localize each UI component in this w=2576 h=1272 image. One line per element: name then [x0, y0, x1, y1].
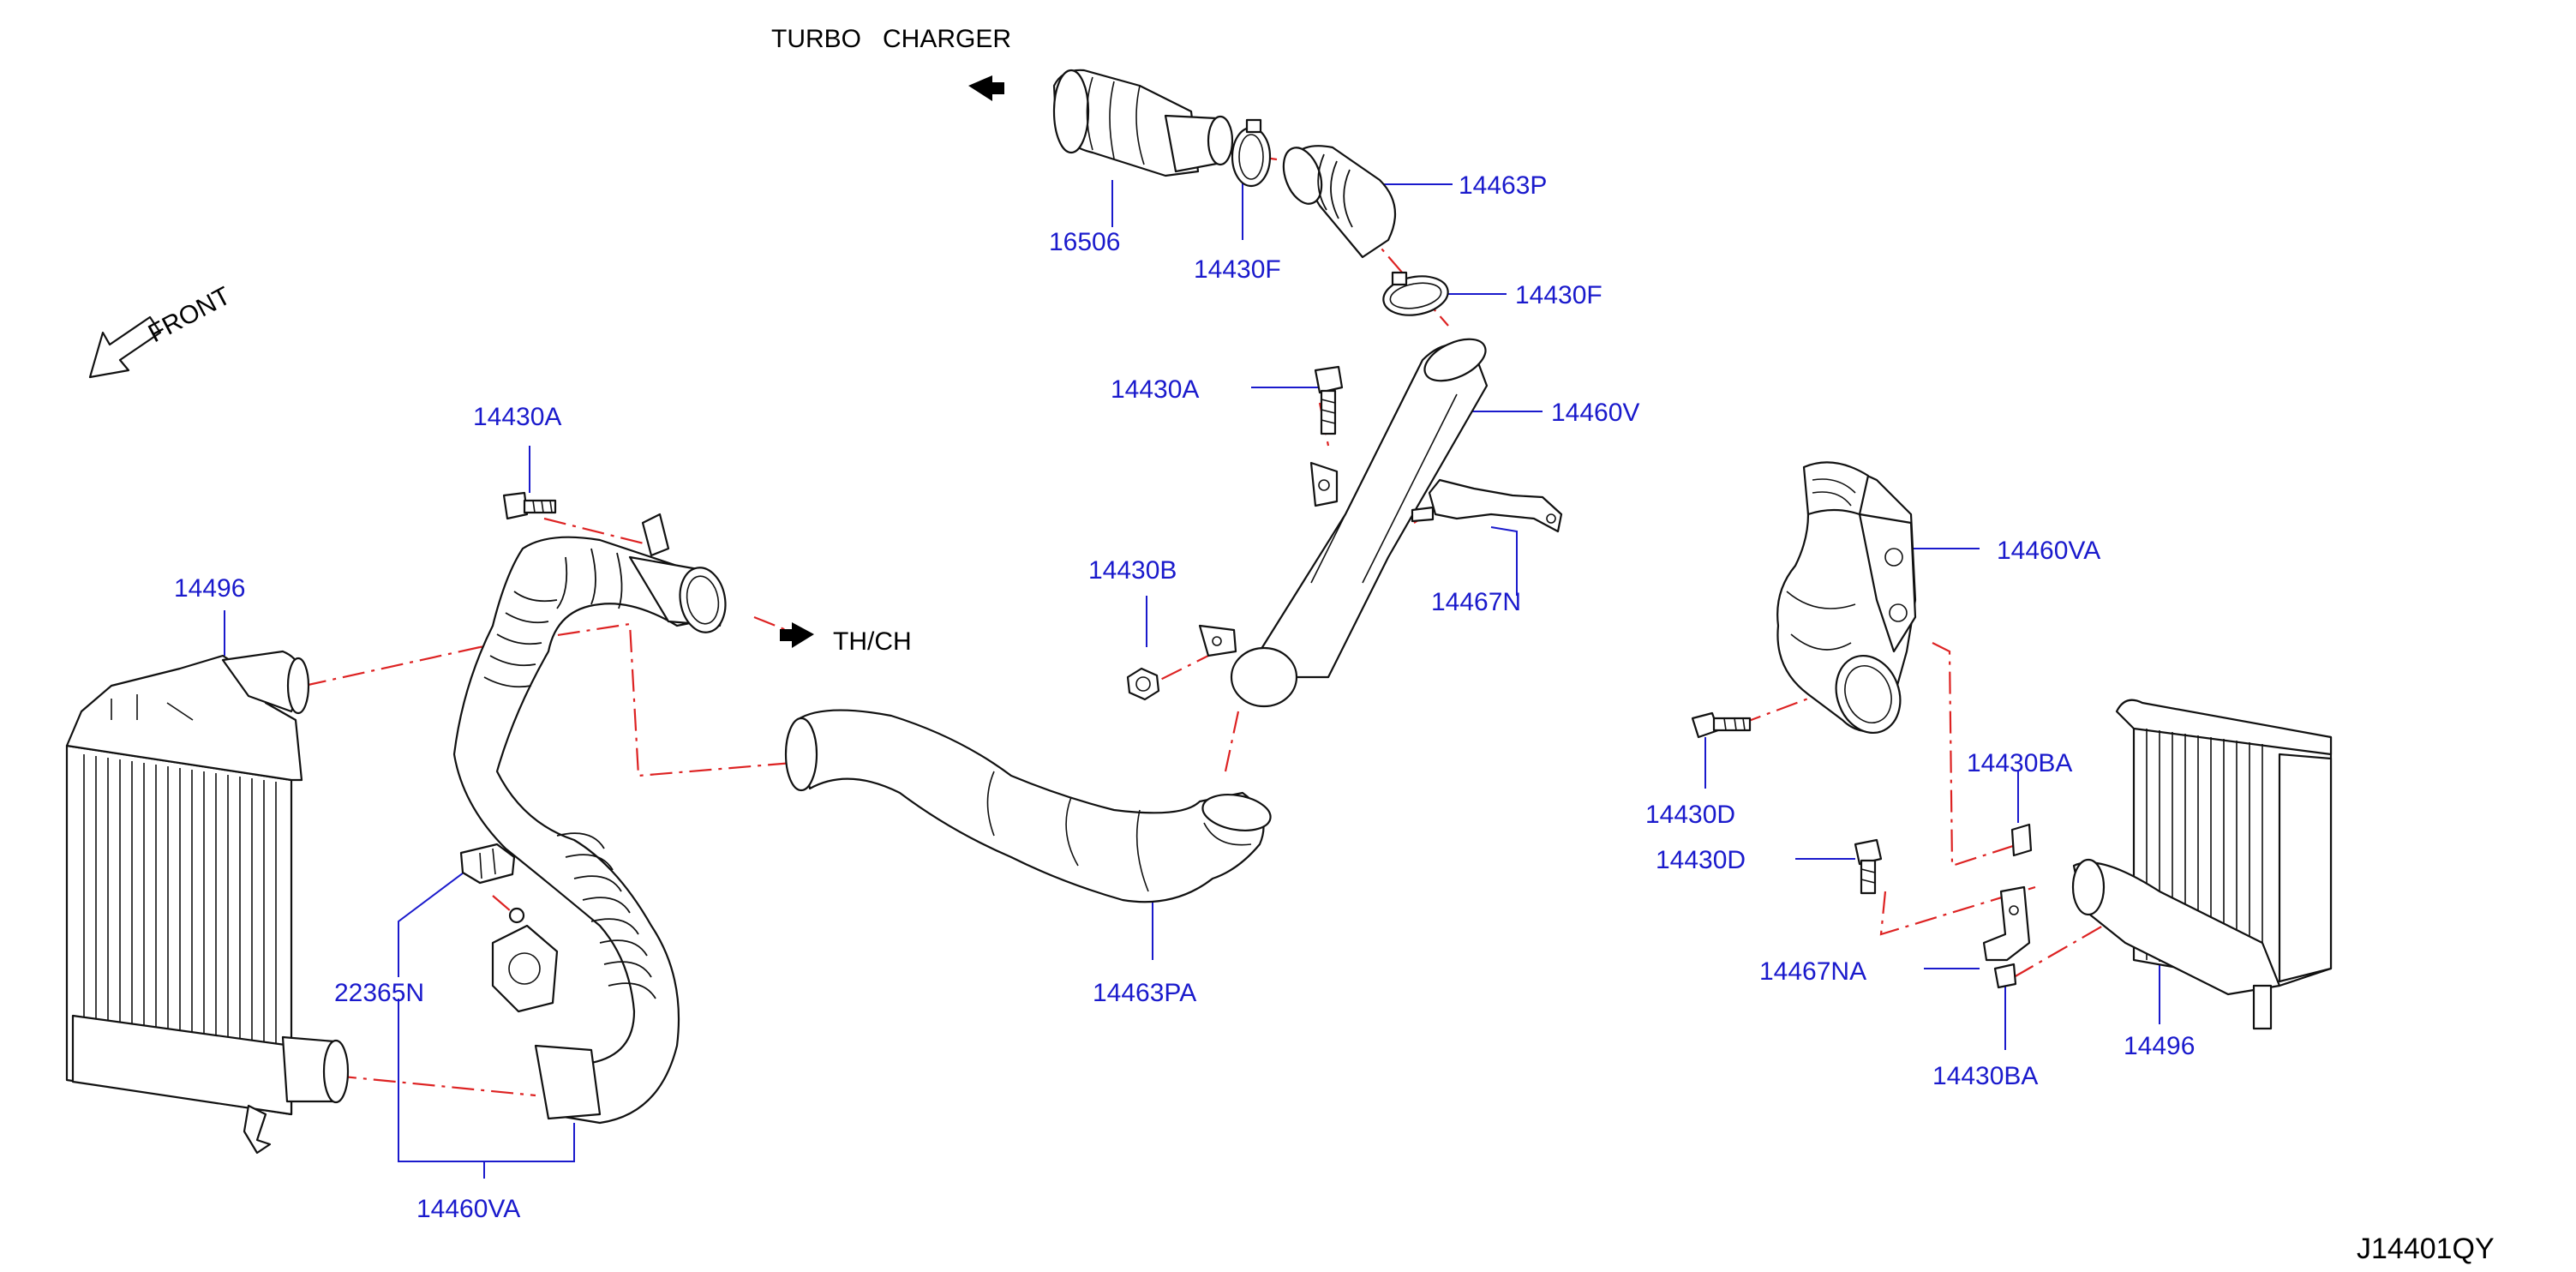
label-14430B: 14430B — [1088, 556, 1177, 585]
centerlines — [303, 101, 2126, 1097]
part-14467N-bracket — [1411, 478, 1563, 533]
part-14460V-pipe — [1198, 338, 1489, 708]
label-22365N: 22365N — [334, 979, 424, 1007]
label-14430BA-a: 14430BA — [1967, 749, 2072, 777]
label-14463P: 14463P — [1459, 171, 1547, 200]
label-14463PA: 14463PA — [1093, 979, 1196, 1007]
turbo-charger-label: TURBO CHARGER — [771, 25, 1011, 53]
label-16506: 16506 — [1049, 228, 1120, 256]
flow-arrows — [780, 75, 1004, 648]
front-label: FRONT — [144, 282, 236, 349]
part-14430F-clamp-a — [1231, 118, 1272, 188]
part-14430BA-clip-a — [2010, 823, 2033, 857]
part-14463P-hose — [1282, 145, 1397, 259]
part-14496-intercooler-right — [2071, 699, 2333, 1030]
part-14463PA-hose — [784, 709, 1272, 903]
part-14430D-bolt-a — [1691, 711, 1752, 739]
labels: TURBO CHARGER FRONT TH/CH 16506 14430F 1… — [144, 25, 2495, 1265]
part-16506-adapter — [1052, 69, 1234, 177]
label-14460VA-right: 14460VA — [1997, 537, 2100, 565]
part-14430B-nut — [1126, 667, 1160, 701]
label-14430A-left: 14430A — [473, 403, 561, 431]
label-14430F-b: 14430F — [1515, 281, 1603, 309]
part-14430A-bolt-left — [502, 491, 557, 520]
label-14496-left: 14496 — [174, 574, 245, 603]
label-14467N: 14467N — [1431, 588, 1521, 616]
label-14496-right: 14496 — [2124, 1032, 2195, 1060]
diagram-id: J14401QY — [2357, 1233, 2495, 1265]
label-14430F-a: 14430F — [1194, 255, 1281, 284]
part-14496-intercooler-left — [65, 650, 350, 1155]
part-14430F-clamp-b — [1382, 271, 1449, 316]
throttle-label: TH/CH — [833, 627, 912, 656]
front-arrow — [88, 315, 162, 379]
part-14460VA-duct-right — [1776, 461, 1917, 735]
label-14467NA: 14467NA — [1759, 957, 1866, 986]
part-14430BA-clip-b — [1993, 963, 2017, 989]
part-22365N-sensor — [459, 843, 525, 924]
part-14430A-bolt-mid — [1314, 365, 1344, 435]
part-14460VA-hose-left — [452, 513, 727, 1125]
label-14430D-b: 14430D — [1656, 846, 1746, 874]
label-14430BA-b: 14430BA — [1932, 1062, 2038, 1090]
label-14430D-a: 14430D — [1645, 801, 1735, 829]
label-14430A-mid: 14430A — [1111, 375, 1199, 404]
label-14460V: 14460V — [1551, 399, 1639, 427]
part-14467NA-bracket — [1982, 885, 2031, 962]
label-14460VA-left: 14460VA — [416, 1195, 520, 1223]
leader-lines — [224, 176, 2160, 1179]
part-14430D-bolt-b — [1854, 838, 1883, 895]
